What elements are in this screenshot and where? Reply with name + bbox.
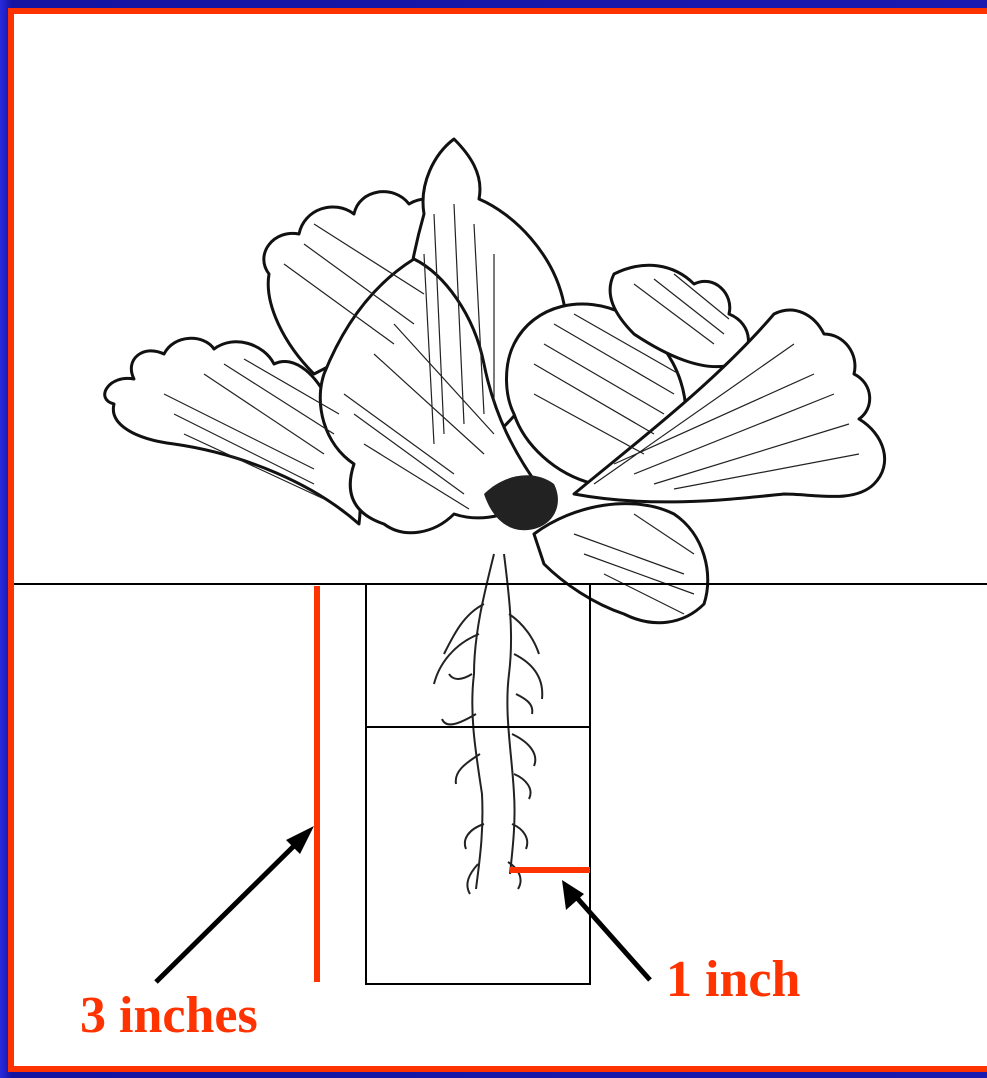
one-inch-label: 1 inch <box>666 954 800 1006</box>
arrow-to-one-inch-bar <box>562 880 650 980</box>
three-inches-label: 3 inches <box>80 990 258 1042</box>
slide-frame: 3 inches 1 inch <box>8 8 987 1072</box>
leaf-lower-right <box>534 504 708 623</box>
roots <box>434 554 542 894</box>
arrow-to-three-inch-bar <box>156 826 314 982</box>
diagram-canvas <box>14 14 987 1072</box>
lettuce-icon <box>105 139 885 623</box>
root-zone-box <box>366 584 590 984</box>
